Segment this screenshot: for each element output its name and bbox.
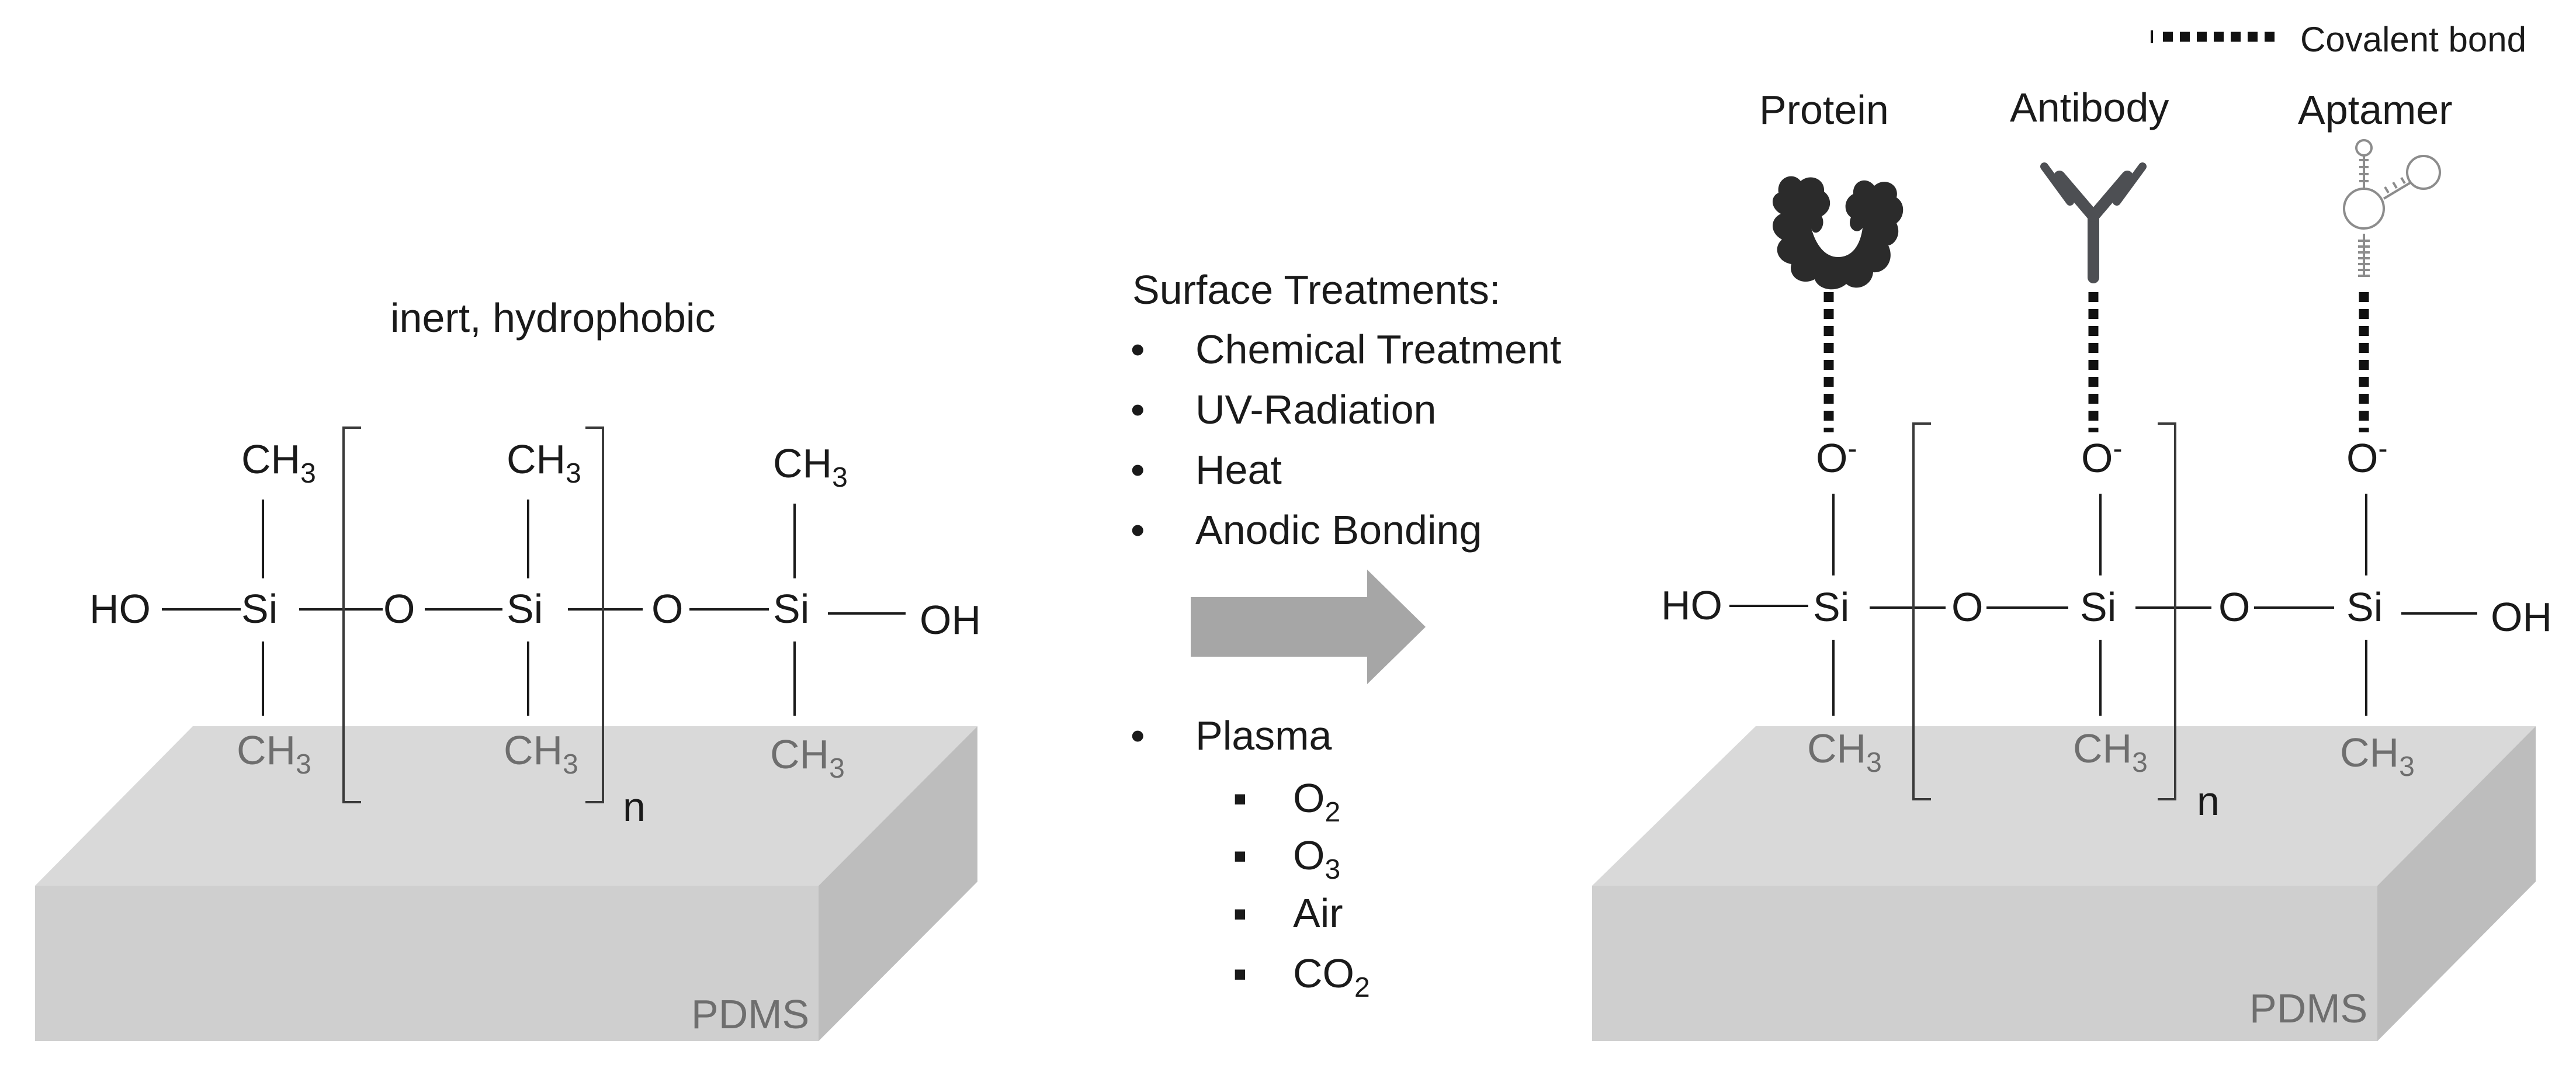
list-bullet: • bbox=[1131, 713, 1145, 758]
left-slab-front bbox=[35, 886, 819, 1041]
protein-label: Protein bbox=[1759, 87, 1889, 133]
repeat-count-label: n bbox=[2197, 778, 2220, 824]
hydroxyl-label: OH bbox=[920, 597, 981, 643]
methyl-group: CH3 bbox=[1807, 726, 1882, 778]
silicon-atom: Si bbox=[507, 586, 543, 632]
list-bullet: • bbox=[1131, 387, 1145, 432]
methyl-group: CH3 bbox=[770, 731, 845, 784]
repeat-bracket-left bbox=[342, 426, 361, 803]
plasma-gas-air: Air bbox=[1293, 890, 1343, 936]
list-square-bullet: ▪ bbox=[1233, 951, 1247, 996]
treatment-item: UV-Radiation bbox=[1195, 387, 1436, 432]
oxygen-atom: O bbox=[2218, 584, 2250, 630]
list-bullet: • bbox=[1131, 447, 1145, 493]
antibody-label: Antibody bbox=[2010, 85, 2169, 130]
hydroxyl-label: OH bbox=[2491, 594, 2552, 640]
silicon-atom: Si bbox=[241, 586, 278, 632]
left-siloxane-chain: n HO Si O Si O Si OH CH3 CH3 CH3 CH3 CH3… bbox=[89, 426, 981, 830]
methyl-group: CH3 bbox=[241, 436, 316, 489]
right-pdms-slab: PDMS bbox=[1592, 726, 2536, 1041]
repeat-bracket-right bbox=[2158, 422, 2176, 800]
plasma-gas-o2: O2 bbox=[1293, 775, 1340, 828]
right-slab-side bbox=[2377, 726, 2536, 1041]
list-square-bullet: ▪ bbox=[1233, 890, 1247, 936]
list-square-bullet: ▪ bbox=[1233, 833, 1247, 878]
right-slab-top bbox=[1592, 726, 2536, 886]
silicon-atom: Si bbox=[2346, 584, 2383, 630]
repeat-bracket-left bbox=[1912, 422, 1931, 800]
deprotonated-oxygen: O- bbox=[1816, 434, 1857, 481]
left-pdms-slab: PDMS bbox=[35, 726, 977, 1041]
methyl-group: CH3 bbox=[773, 441, 848, 493]
process-arrow bbox=[1191, 570, 1426, 684]
methyl-group: CH3 bbox=[237, 727, 311, 780]
silicon-atom: Si bbox=[1813, 584, 1849, 630]
treatment-item: Anodic Bonding bbox=[1195, 507, 1482, 553]
treatment-item: Heat bbox=[1195, 447, 1282, 493]
left-substrate-label: PDMS bbox=[691, 991, 809, 1037]
right-siloxane-chain: O- O- O- n HO Si O Si O Si OH CH3 CH3 CH… bbox=[1661, 422, 2552, 824]
left-slab-side bbox=[819, 726, 977, 1041]
antibody-icon bbox=[2040, 162, 2147, 283]
right-substrate-label: PDMS bbox=[2249, 986, 2367, 1031]
list-bullet: • bbox=[1131, 327, 1145, 372]
methyl-group: CH3 bbox=[507, 436, 581, 489]
repeat-bracket-right bbox=[585, 426, 604, 803]
plasma-gas-co2: CO2 bbox=[1293, 951, 1370, 1003]
hydroxyl-label: HO bbox=[1661, 582, 1722, 628]
methyl-group: CH3 bbox=[2073, 726, 2148, 778]
oxygen-atom: O bbox=[383, 586, 415, 632]
methyl-group: CH3 bbox=[504, 727, 578, 780]
aptamer-icon bbox=[2343, 139, 2441, 277]
hydroxyl-label: HO bbox=[89, 586, 151, 632]
left-slab-top bbox=[35, 726, 977, 886]
treatment-item: Chemical Treatment bbox=[1195, 327, 1561, 372]
aptamer-label: Aptamer bbox=[2298, 87, 2453, 133]
list-square-bullet: ▪ bbox=[1233, 775, 1247, 821]
treatments-heading: Surface Treatments: bbox=[1132, 267, 1500, 313]
oxygen-atom: O bbox=[1951, 584, 1983, 630]
repeat-count-label: n bbox=[623, 784, 646, 830]
legend-covalent-bond-label: Covalent bond bbox=[2300, 20, 2526, 59]
left-surface-property-label: inert, hydrophobic bbox=[390, 295, 715, 341]
silicon-atom: Si bbox=[2080, 584, 2116, 630]
list-bullet: • bbox=[1131, 507, 1145, 553]
legend: Covalent bond bbox=[2151, 20, 2526, 59]
surface-treatments-list: Surface Treatments: • Chemical Treatment… bbox=[1131, 267, 1561, 1003]
silicon-atom: Si bbox=[773, 586, 809, 632]
deprotonated-oxygen: O- bbox=[2081, 434, 2122, 481]
deprotonated-oxygen: O- bbox=[2346, 434, 2387, 481]
plasma-gas-o3: O3 bbox=[1293, 833, 1340, 885]
methyl-group: CH3 bbox=[2340, 730, 2415, 782]
oxygen-atom: O bbox=[651, 586, 683, 632]
protein-icon bbox=[1772, 176, 1904, 290]
right-slab-front bbox=[1592, 886, 2377, 1041]
treatment-item: Plasma bbox=[1195, 713, 1332, 758]
